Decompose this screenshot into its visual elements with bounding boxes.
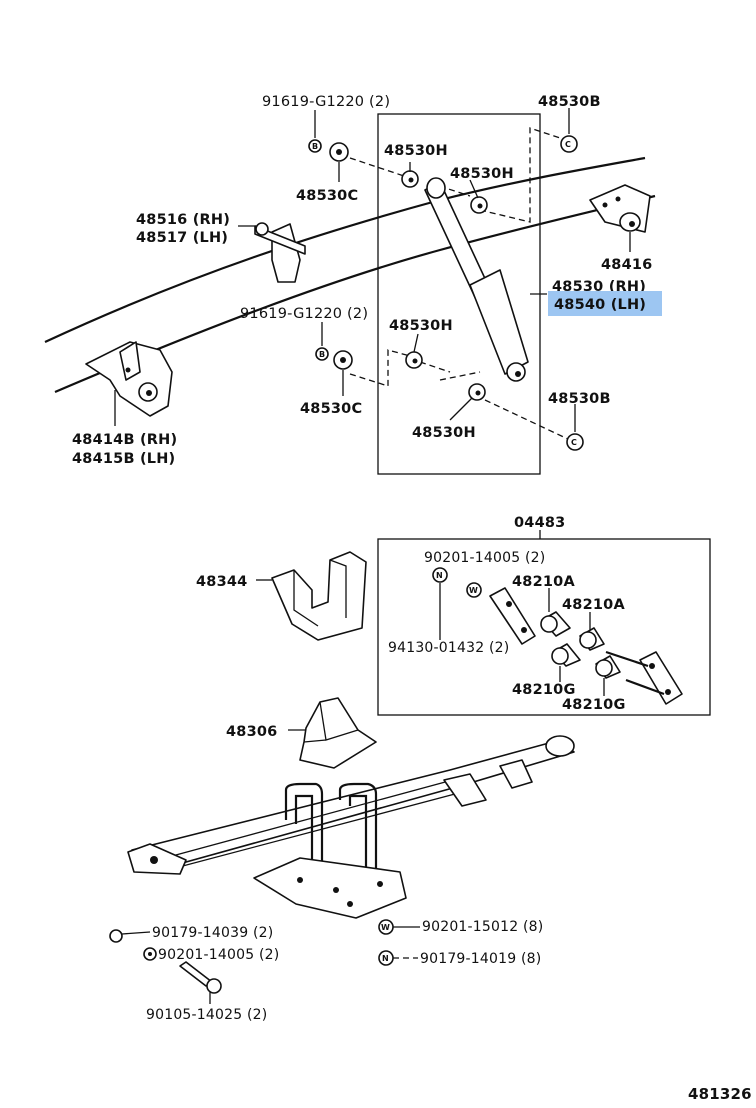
upper-mount-guide [349,127,561,223]
label-48530b-top: 48530B [538,94,601,110]
washer-48530c-top [329,142,349,162]
bracket-48416 [589,184,651,233]
b-symbol: B [312,142,318,151]
nut-48530b-top: C [560,135,578,153]
bushing-48530h-1 [401,170,419,188]
label-48530c-top: 48530C [296,188,358,204]
kit-04483-box [377,538,711,716]
fastener-90201-14005 [143,947,157,961]
label-94130: 94130-01432 (2) [388,640,509,656]
leader-lines-kit [548,588,605,696]
label-90179-14039: 90179-14039 (2) [152,925,273,941]
bushing-48210g-1 [551,643,581,667]
nut-91619-top: B [308,139,322,153]
nut-48530b-bottom: C [566,433,584,451]
b-symbol: B [319,350,325,359]
label-48306: 48306 [226,724,277,740]
bracket-48344 [271,551,367,641]
fastener-90179-14039 [109,929,151,943]
label-48530c-bottom: 48530C [300,401,362,417]
label-48210g-1: 48210G [512,682,576,698]
bushing-48530h-3 [405,351,423,369]
label-48516: 48516 (RH) [136,212,230,228]
label-48540-lh[interactable]: 48540 (LH) [554,297,646,313]
w-symbol: W [469,586,478,595]
label-48210a-1: 48210A [512,574,575,590]
n-symbol: N [436,571,443,580]
label-90201-15012: 90201-15012 (8) [422,919,543,935]
lower-mount-guide [349,349,571,441]
label-48530b-bottom: 48530B [548,391,611,407]
label-48530h-1: 48530H [384,143,448,159]
bushing-48210g-2 [595,655,621,679]
bolt-90105-14025 [179,961,222,1004]
u-bolts [284,782,378,882]
bushing-48210a-2 [579,627,605,651]
label-48416: 48416 [601,257,652,273]
bushing-48210a-1 [540,611,571,637]
nut-91619-mid: B [315,347,329,361]
c-symbol: C [571,438,577,447]
label-48530h-2: 48530H [450,166,514,182]
upper-bracket-48516 [254,222,306,283]
shackle-plate [489,587,536,645]
label-90201-14005: 90201-14005 (2) [158,947,279,963]
label-48210a-2: 48210A [562,597,625,613]
c-symbol: C [565,140,571,149]
label-48530h-3: 48530H [389,318,453,334]
spring-seat-plate [253,857,407,919]
kit-nut-n: N [432,567,448,640]
label-90179-14019: 90179-14019 (8) [420,951,541,967]
bushing-48530h-4 [468,383,486,401]
label-48517: 48517 (LH) [136,230,228,246]
label-91619-top: 91619-G1220 (2) [262,94,390,110]
washer-90201-15012: W [378,919,420,935]
leaf-spring [127,735,575,875]
part-labels: 91619-G1220 (2) 48530B 48530H 48530H 485… [72,94,752,1103]
figure-number: 481326 [688,1085,752,1103]
bumper-48306 [299,697,377,769]
n-symbol: N [382,954,389,963]
frame-rail [44,156,656,394]
label-90201-14005-kit: 90201-14005 (2) [424,550,545,566]
label-48344: 48344 [196,574,247,590]
nut-90179-14019: N [378,950,418,966]
leader-lines-upper [114,108,631,432]
label-48210g-2: 48210G [562,697,626,713]
label-90105: 90105-14025 (2) [146,1007,267,1023]
kit-washer-w: W [466,582,482,598]
label-91619-mid: 91619-G1220 (2) [240,306,368,322]
bracket-48414b [85,341,173,417]
shock-absorber [424,177,529,382]
label-48415b: 48415B (LH) [72,451,175,467]
label-04483: 04483 [514,515,565,531]
label-48530h-4: 48530H [412,425,476,441]
washer-48530c-bottom [333,350,353,370]
shackle [605,650,683,705]
w-symbol: W [381,923,390,932]
highlight-48540 [548,291,662,316]
label-48414b: 48414B (RH) [72,432,177,448]
bushing-48530h-2 [470,196,488,214]
